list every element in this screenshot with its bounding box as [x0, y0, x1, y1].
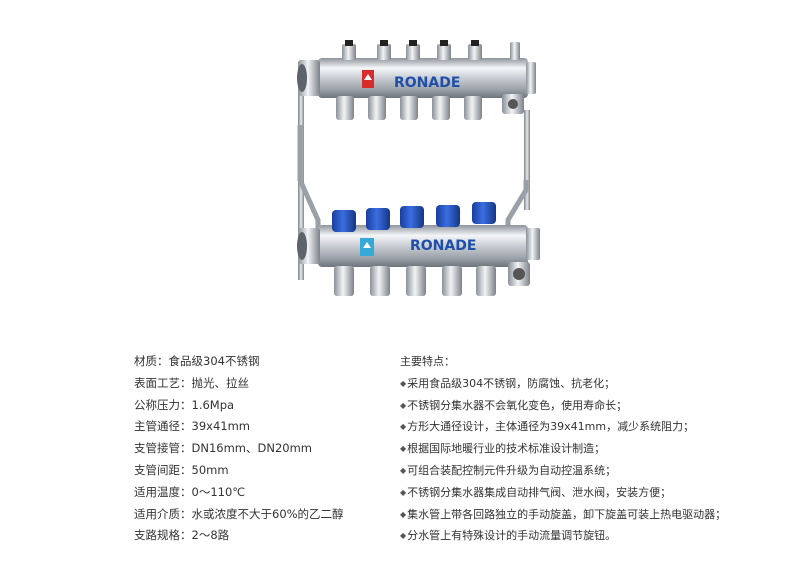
spec-value: 1.6Mpa — [191, 397, 235, 412]
bullet-icon: ◆ — [400, 444, 407, 454]
spec-temperature: 适用温度：0～110℃ — [134, 484, 246, 499]
spec-label: 支管间距 — [134, 462, 180, 477]
spec-surface: 表面工艺：抛光、拉丝 — [134, 375, 250, 390]
spec-value: 0～110℃ — [191, 484, 246, 499]
spec-branch-spacing: 支管间距：50mm — [134, 462, 229, 477]
blue-handwheels — [332, 202, 496, 232]
spec-label: 适用介质 — [134, 506, 180, 521]
brand-logo-bottom: RONADE — [410, 238, 476, 254]
spec-value: 2～8路 — [191, 528, 230, 543]
spec-branch-count: 支路规格：2～8路 — [134, 528, 230, 543]
feature-text: 不锈钢分集水器集成自动排气阀、泄水阀，安装方便； — [407, 485, 672, 499]
spec-value: 食品级304不锈钢 — [168, 354, 260, 368]
feature-text: 不锈钢分集水器不会氧化变色，使用寿命长； — [407, 398, 628, 412]
red-flow-tag — [362, 70, 374, 88]
feature-text: 根据国际地暖行业的技术标准设计制造； — [407, 442, 606, 456]
bullet-icon: ◆ — [400, 400, 407, 410]
spec-material: 材质：食品级304不锈钢 — [134, 354, 260, 368]
spec-value: DN16mm、DN20mm — [191, 441, 313, 456]
bullet-icon: ◆ — [400, 531, 407, 541]
manifold-illustration: RONADE RONADE — [297, 40, 540, 296]
bullet-icon: ◆ — [400, 422, 407, 432]
return-manifold — [297, 225, 540, 267]
bullet-icon: ◆ — [400, 465, 407, 475]
spec-label: 表面工艺 — [134, 375, 180, 390]
feature-item: ◆不锈钢分集水器不会氧化变色，使用寿命长； — [400, 395, 790, 417]
feature-text: 采用食品级304不锈钢，防腐蚀、抗老化； — [407, 376, 616, 390]
feature-list: 主要特点： ◆采用食品级304不锈钢，防腐蚀、抗老化； ◆不锈钢分集水器不会氧化… — [400, 351, 790, 547]
feature-text: 可组合装配控制元件升级为自动控温系统； — [407, 463, 617, 477]
spec-list: 材质：食品级304不锈钢 表面工艺：抛光、拉丝 公称压力：1.6Mpa 主管通径… — [134, 351, 384, 547]
return-outlets — [334, 262, 530, 296]
bullet-icon: ◆ — [400, 378, 407, 388]
spec-label: 公称压力 — [134, 397, 180, 412]
spec-value: 39x41mm — [191, 419, 250, 434]
feature-item: ◆不锈钢分集水器集成自动排气阀、泄水阀，安装方便； — [400, 482, 790, 504]
feature-item: ◆分水管上有特殊设计的手动流量调节旋钮。 — [400, 525, 790, 547]
flow-adjuster-caps — [342, 40, 520, 60]
spec-label: 适用温度 — [134, 484, 180, 499]
feature-item: ◆方形大通径设计，主体通径为39x41mm，减少系统阻力； — [400, 416, 790, 438]
spec-value: 水或浓度不大于60%的乙二醇 — [191, 506, 344, 521]
mounting-bracket-right — [505, 110, 530, 230]
feature-item: ◆采用食品级304不锈钢，防腐蚀、抗老化； — [400, 373, 790, 395]
spec-branch-connection: 支管接管：DN16mm、DN20mm — [134, 441, 313, 456]
feature-item: ◆可组合装配控制元件升级为自动控温系统； — [400, 460, 790, 482]
spec-pressure: 公称压力：1.6Mpa — [134, 397, 235, 412]
mounting-bracket-left — [297, 70, 321, 280]
feature-item: ◆根据国际地暖行业的技术标准设计制造； — [400, 438, 790, 460]
spec-label: 材质 — [134, 354, 157, 368]
cyan-flow-tag — [360, 238, 374, 256]
supply-outlets — [336, 94, 524, 120]
brand-logo-top: RONADE — [394, 75, 460, 91]
spec-medium: 适用介质：水或浓度不大于60%的乙二醇 — [134, 506, 344, 521]
feature-title: 主要特点： — [400, 355, 455, 368]
spec-main-diameter: 主管通径：39x41mm — [134, 419, 250, 434]
spec-value: 50mm — [191, 462, 229, 477]
feature-text: 方形大通径设计，主体通径为39x41mm，减少系统阻力； — [407, 420, 695, 434]
spec-label: 支路规格 — [134, 528, 180, 543]
spec-value: 抛光、拉丝 — [191, 375, 250, 390]
product-image: RONADE RONADE — [290, 30, 570, 320]
feature-text: 分水管上有特殊设计的手动流量调节旋钮。 — [407, 529, 617, 543]
spec-label: 主管通径 — [134, 419, 180, 434]
feature-item: ◆集水管上带各回路独立的手动旋盖，卸下旋盖可装上热电驱动器； — [400, 504, 790, 526]
bullet-icon: ◆ — [400, 509, 407, 519]
spec-label: 支管接管 — [134, 441, 180, 456]
bullet-icon: ◆ — [400, 487, 407, 497]
feature-text: 集水管上带各回路独立的手动旋盖，卸下旋盖可装上热电驱动器； — [407, 507, 727, 521]
